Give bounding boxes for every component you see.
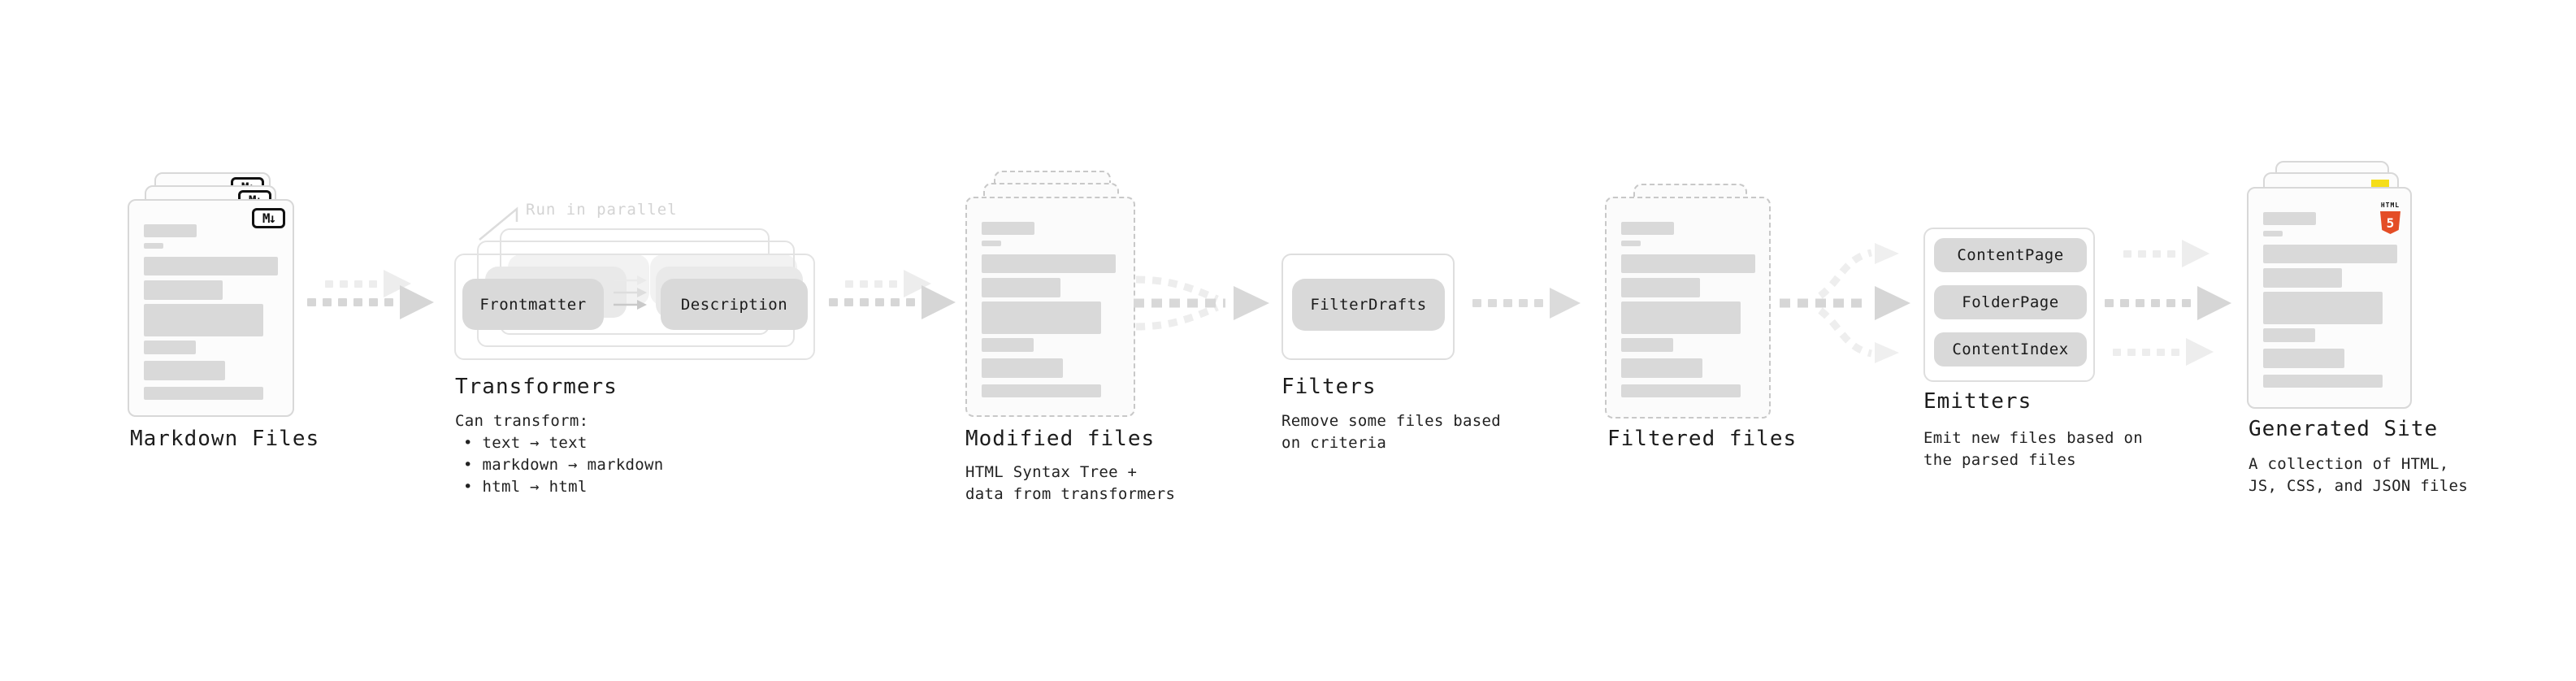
filterdrafts-pill: FilterDrafts xyxy=(1292,279,1445,331)
html5-icon-word: HTML xyxy=(2380,202,2400,209)
desc-line: • html → html xyxy=(463,478,588,496)
filters-box xyxy=(1281,254,1455,360)
html5-icon: HTML 5 xyxy=(2379,195,2401,234)
transformer-box-front xyxy=(454,254,815,360)
html5-icon-shield: 5 xyxy=(2380,211,2400,234)
transformers-description: Can transform: • text → text • markdown … xyxy=(455,410,664,498)
emitters-title: Emitters xyxy=(1923,389,2032,414)
modified-files-description: HTML Syntax Tree + data from transformer… xyxy=(965,462,1175,505)
desc-line: on criteria xyxy=(1281,434,1387,452)
file-content-skeleton xyxy=(982,222,1116,397)
arrow-folderpage-to-site xyxy=(2105,286,2231,320)
frontmatter-pill: Frontmatter xyxy=(462,279,604,330)
arrow-contentindex-to-site xyxy=(2113,338,2214,366)
arrow-contentpage-to-site xyxy=(2123,240,2210,267)
desc-line: • markdown → markdown xyxy=(463,456,664,474)
desc-line: the parsed files xyxy=(1923,451,2076,469)
description-pill: Description xyxy=(661,279,808,330)
filtered-files-title: Filtered files xyxy=(1607,427,1798,451)
arrow-transformers-to-modified xyxy=(829,285,956,319)
arrow-filters-to-filtered xyxy=(1472,288,1581,319)
filters-description: Remove some files based on criteria xyxy=(1281,410,1501,454)
modified-files-title: Modified files xyxy=(965,427,1156,451)
transformers-title: Transformers xyxy=(455,375,618,399)
desc-line: • text → text xyxy=(463,434,588,452)
filters-title: Filters xyxy=(1281,375,1377,399)
file-content-skeleton xyxy=(1621,222,1755,397)
contentpage-pill: ContentPage xyxy=(1934,238,2087,272)
modified-file-card-front xyxy=(965,197,1135,417)
file-content-skeleton xyxy=(2263,212,2397,388)
run-in-parallel-label: Run in parallel xyxy=(526,201,678,219)
desc-line: A collection of HTML, xyxy=(2249,455,2449,473)
generated-site-title: Generated Site xyxy=(2249,417,2439,441)
filtered-file-card-front xyxy=(1605,197,1771,419)
markdown-files-title: Markdown Files xyxy=(130,427,320,451)
desc-line: data from transformers xyxy=(965,485,1176,503)
folderpage-pill: FolderPage xyxy=(1934,285,2087,319)
arrow-markdown-to-transformers xyxy=(307,285,434,319)
contentindex-pill: ContentIndex xyxy=(1934,332,2087,367)
site-file-card-html: HTML 5 xyxy=(2247,187,2412,409)
desc-line: JS, CSS, and JSON files xyxy=(2249,477,2468,495)
arrow-modified-to-filters xyxy=(1134,275,1269,331)
markdown-icon: M↓ xyxy=(252,208,285,228)
annotation-callout-line xyxy=(479,206,518,241)
emitters-description: Emit new files based on the parsed files xyxy=(1923,427,2143,471)
desc-line: Emit new files based on xyxy=(1923,429,2143,447)
parallel-arrows-icon xyxy=(614,275,647,310)
arrow-filtered-to-emitters xyxy=(1780,243,1910,363)
desc-line: HTML Syntax Tree + xyxy=(965,463,1138,481)
desc-line: Can transform: xyxy=(455,412,589,430)
file-content-skeleton xyxy=(144,224,278,400)
emitters-box xyxy=(1923,228,2095,382)
desc-line: Remove some files based xyxy=(1281,412,1501,430)
generated-site-description: A collection of HTML, JS, CSS, and JSON … xyxy=(2249,453,2468,497)
markdown-file-card-front: M↓ xyxy=(128,199,294,417)
